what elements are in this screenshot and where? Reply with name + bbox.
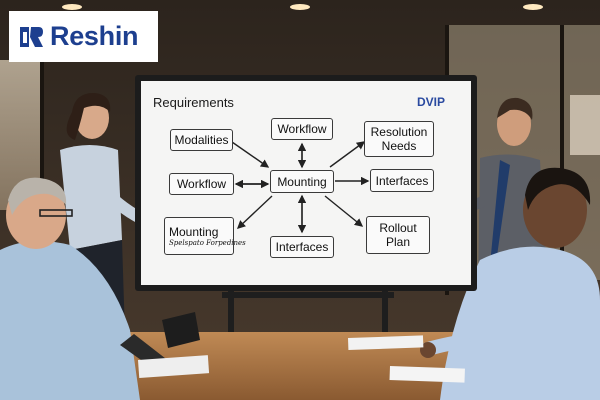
whiteboard-title: Requirements	[153, 95, 234, 110]
dvip-badge: DVIP	[417, 95, 446, 109]
resolution-line-1: Resolution	[370, 125, 428, 139]
node-workflow-left: Workflow	[169, 173, 234, 195]
node-rollout-plan: Rollout Plan	[366, 216, 430, 254]
node-workflow-top: Workflow	[271, 118, 333, 140]
company-logo: Reshin	[9, 11, 158, 62]
node-modalities: Modalities	[170, 129, 233, 151]
rollout-line-2: Plan	[385, 235, 411, 249]
node-interfaces-right: Interfaces	[370, 169, 434, 192]
rollout-line-1: Rollout	[379, 221, 417, 235]
node-mounting-lower: Mounting Spelspato Forpedines	[164, 217, 246, 255]
resolution-line-2: Needs	[381, 139, 417, 153]
node-resolution-needs: Resolution Needs	[364, 121, 434, 157]
node-interfaces-bottom: Interfaces	[270, 236, 334, 258]
node-mounting-center: Mounting	[270, 170, 334, 193]
handwritten-note: Spelspato Forpedines	[169, 238, 246, 247]
brand-name: Reshin	[50, 21, 139, 51]
mounting-lower-label: Mounting	[169, 224, 219, 239]
reshin-mark-icon	[20, 26, 43, 47]
